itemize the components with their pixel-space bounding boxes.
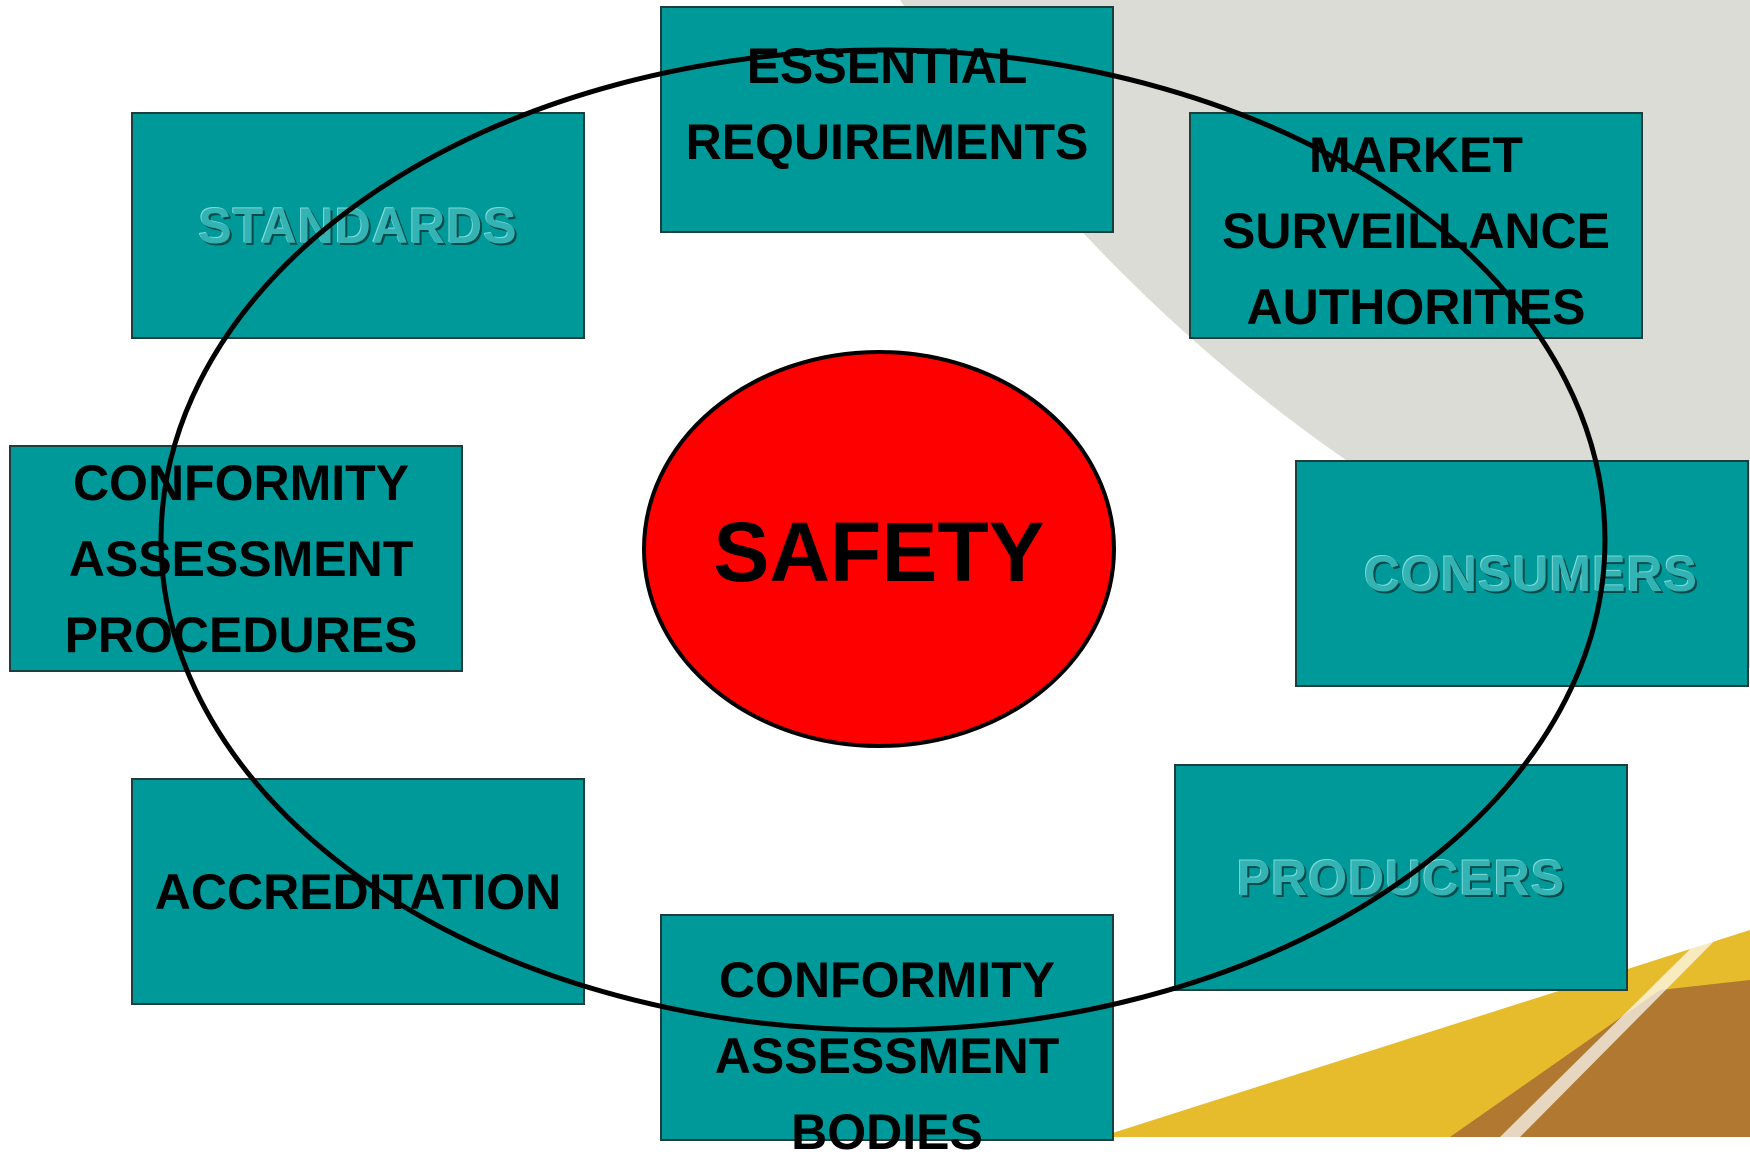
box-label-standards: STANDARDS bbox=[198, 197, 518, 254]
box-label-market-surveillance-authorities: MARKET SURVEILLANCE AUTHORITIES bbox=[1221, 126, 1610, 335]
box-market-surveillance-authorities: MARKET SURVEILLANCE AUTHORITIES bbox=[1189, 112, 1643, 339]
box-label-consumers: CONSUMERS bbox=[1363, 545, 1699, 602]
box-label-accreditation: ACCREDITATION bbox=[154, 863, 562, 920]
background-brown-wedge bbox=[1450, 980, 1750, 1137]
box-label-conformity-assessment-bodies: CONFORMITY ASSESSMENT BODIES bbox=[714, 951, 1060, 1160]
box-essential-requirements: ESSENTIAL REQUIREMENTS bbox=[660, 6, 1114, 233]
box-standards: STANDARDS bbox=[131, 112, 585, 339]
box-consumers: CONSUMERS bbox=[1295, 460, 1749, 687]
box-label-producers: PRODUCERS bbox=[1236, 849, 1566, 906]
box-accreditation: ACCREDITATION bbox=[131, 778, 585, 1005]
box-label-essential-requirements: ESSENTIAL REQUIREMENTS bbox=[685, 37, 1089, 170]
box-producers: PRODUCERS bbox=[1174, 764, 1628, 991]
background-white-streak bbox=[1500, 890, 1750, 1137]
box-label-conformity-assessment-procedures: CONFORMITY ASSESSMENT PROCEDURES bbox=[64, 454, 418, 663]
safety-label: SAFETY bbox=[713, 504, 1045, 599]
box-conformity-assessment-bodies: CONFORMITY ASSESSMENT BODIES bbox=[660, 914, 1114, 1160]
box-conformity-assessment-procedures: CONFORMITY ASSESSMENT PROCEDURES bbox=[9, 445, 463, 672]
